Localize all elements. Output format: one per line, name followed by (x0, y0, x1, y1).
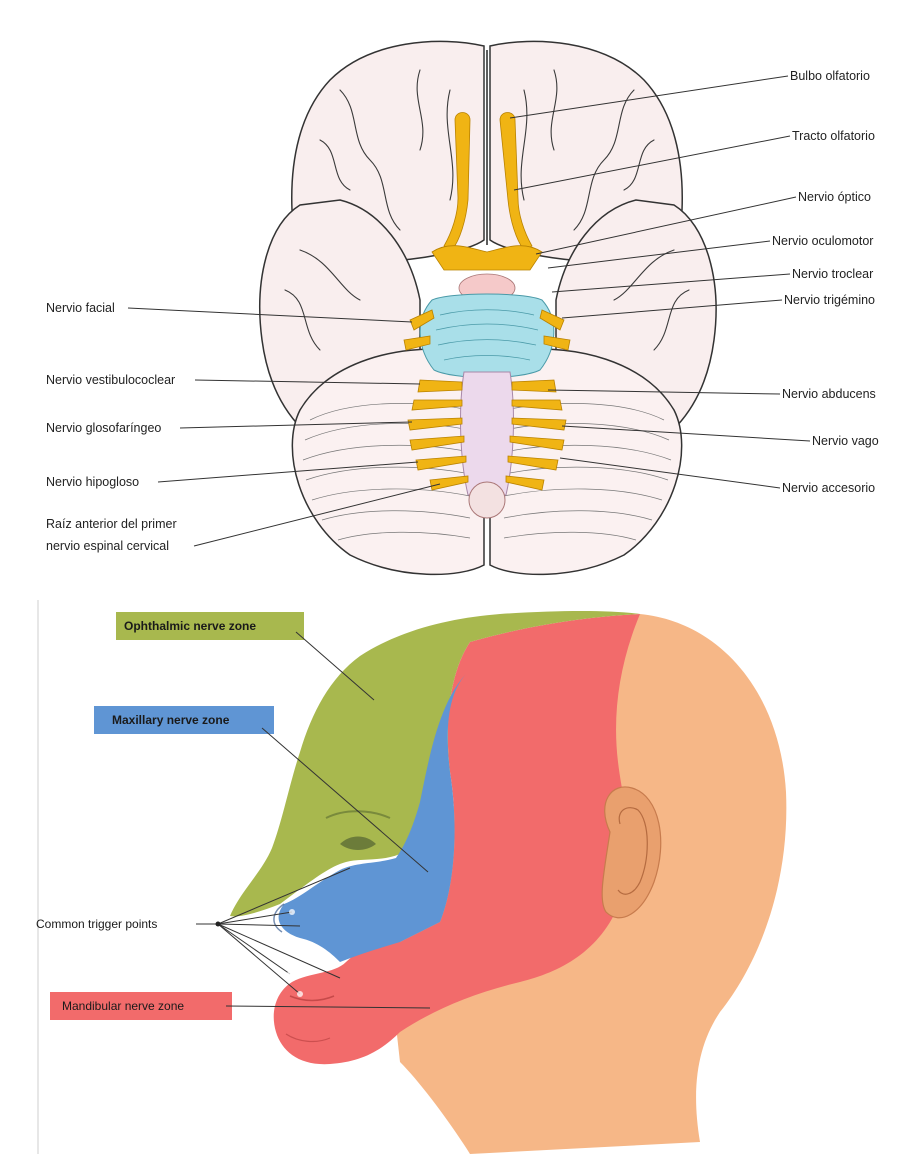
ear (601, 786, 662, 919)
trigeminal-zones-diagram: Ophthalmic nerve zone Maxillary nerve zo… (0, 582, 914, 1154)
cranial-nerve-roots (403, 309, 571, 491)
maxillary-label-box (94, 706, 274, 734)
ophthalmic-label-box (116, 612, 304, 640)
trigger-points-label: Common trigger points (36, 917, 157, 931)
label-nervio-hipogloso: Nervio hipogloso (46, 475, 139, 489)
label-nervio-vestibulococlear: Nervio vestibulococlear (46, 373, 175, 387)
label-bulbo-olfatorio: Bulbo olfatorio (790, 69, 870, 83)
pons-fibers (435, 309, 539, 361)
ophthalmic-leader (295, 631, 375, 701)
label-tracto-olfatorio: Tracto olfatorio (792, 129, 875, 143)
optic-chiasm (431, 245, 543, 271)
brain-base-diagram: Bulbo olfatorio Tracto olfatorio Nervio … (46, 40, 879, 576)
label-nervio-accesorio: Nervio accesorio (782, 481, 875, 495)
maxillary-leader (261, 727, 429, 873)
right-leader-lines (509, 75, 811, 489)
label-nervio-facial: Nervio facial (46, 301, 115, 315)
maxillary-label: Maxillary nerve zone (112, 713, 230, 727)
medulla (460, 371, 514, 496)
spinal-cord-section (468, 481, 506, 519)
trigger-point-leaders (196, 867, 351, 995)
label-raiz-anterior-line2: nervio espinal cervical (46, 539, 169, 553)
mandibular-label: Mandibular nerve zone (62, 999, 184, 1013)
left-leader-lines (127, 307, 441, 547)
cerebellum-folia (302, 403, 672, 541)
label-nervio-glosofaringeo: Nervio glosofaríngeo (46, 421, 161, 435)
pons (419, 293, 555, 378)
label-nervio-optico: Nervio óptico (798, 190, 871, 204)
olfactory-nerves (443, 112, 533, 251)
trigger-points (215, 909, 303, 997)
brain-illustration: Bulbo olfatorio Tracto olfatorio Nervio … (46, 40, 879, 576)
label-nervio-oculomotor: Nervio oculomotor (772, 234, 873, 248)
label-raiz-anterior-line1: Raíz anterior del primer (46, 517, 177, 531)
label-nervio-trigemino: Nervio trigémino (784, 293, 875, 307)
label-nervio-troclear: Nervio troclear (792, 267, 873, 281)
maxillary-zone-area (278, 674, 466, 962)
label-nervio-vago: Nervio vago (812, 434, 879, 448)
mandibular-leader (225, 1005, 431, 1009)
ophthalmic-label: Ophthalmic nerve zone (124, 619, 256, 633)
label-nervio-abducens: Nervio abducens (782, 387, 876, 401)
mandibular-label-box (50, 992, 232, 1020)
head-illustration: Ophthalmic nerve zone Maxillary nerve zo… (36, 600, 787, 1154)
